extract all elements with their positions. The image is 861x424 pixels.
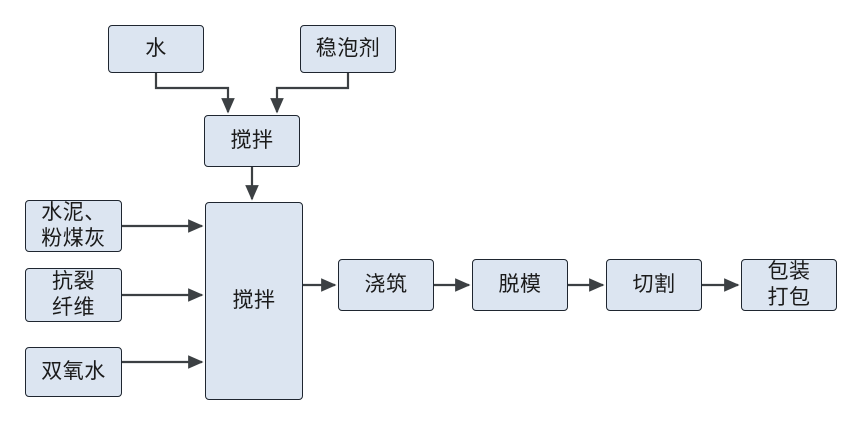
connector-foam-to-mix1 xyxy=(270,73,350,114)
node-water[interactable]: 水 xyxy=(108,25,204,73)
node-cement-fly-ash[interactable]: 水泥、 粉煤灰 xyxy=(25,200,122,252)
node-demold[interactable]: 脱模 xyxy=(472,259,568,311)
node-foam-agent[interactable]: 稳泡剂 xyxy=(300,25,396,73)
node-cutting[interactable]: 切割 xyxy=(606,259,702,311)
node-crack-resistant-fiber[interactable]: 抗裂 纤维 xyxy=(25,268,122,322)
node-mix-2[interactable]: 搅拌 xyxy=(205,202,303,400)
node-casting[interactable]: 浇筑 xyxy=(338,259,434,311)
node-hydrogen-peroxide[interactable]: 双氧水 xyxy=(25,347,122,397)
connector-water-to-mix1 xyxy=(154,73,235,114)
node-packaging[interactable]: 包装 打包 xyxy=(741,259,837,311)
node-mix-1[interactable]: 搅拌 xyxy=(204,115,300,167)
